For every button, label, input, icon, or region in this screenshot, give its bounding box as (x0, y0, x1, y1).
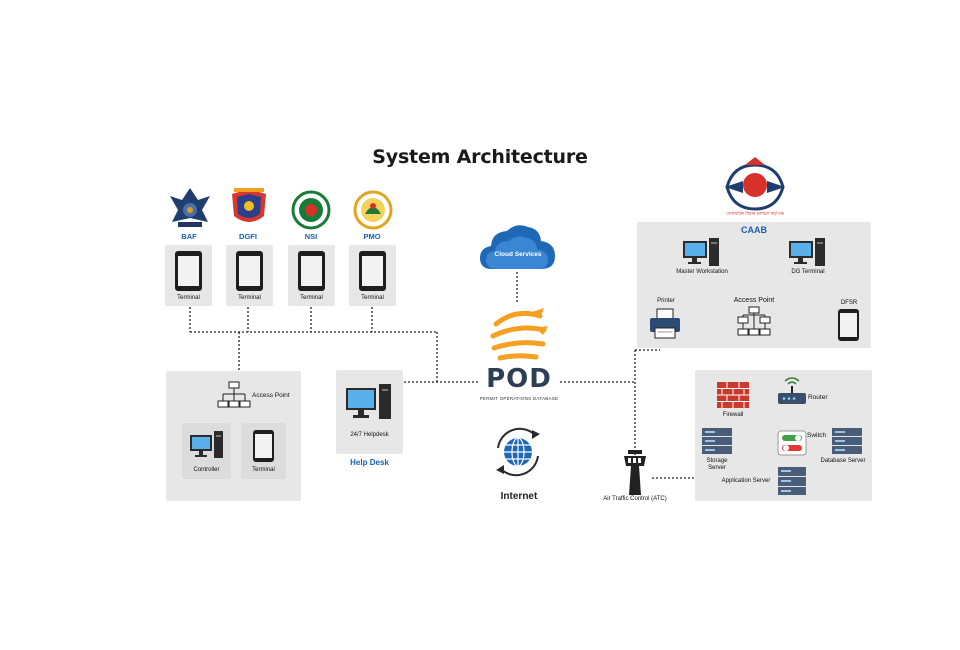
atc-label: Air Traffic Control (ATC) (603, 496, 667, 502)
dgfi-emblem-icon (232, 188, 266, 222)
tablet-icon (359, 251, 386, 291)
tablet-icon (253, 430, 274, 462)
storage-server-label: Storage Server (706, 458, 728, 471)
tablet-icon (838, 309, 859, 341)
terminal-label: Terminal (361, 295, 384, 301)
agency-label-pmo: PMO (363, 232, 381, 241)
caab-logo-icon: বেসামরিক বিমান চলাচল কর্তৃপক্ষ (725, 157, 785, 216)
pmo-emblem-icon (353, 190, 393, 230)
firewall-label: Firewall (722, 412, 744, 418)
pod-subtitle: PERMIT OPERATIONS DATABASE (479, 396, 559, 401)
router-label: Router (808, 394, 828, 401)
agency-network-panel: Access Point Controller Terminal (166, 371, 301, 501)
cloud-icon (480, 225, 555, 269)
controller-card: Controller (182, 423, 231, 479)
tablet-icon (298, 251, 325, 291)
page-title: System Architecture (372, 146, 588, 168)
application-server-label: Application Server (721, 478, 771, 484)
terminal-card-dgfi: Terminal (226, 245, 273, 306)
caab-panel: CAAB Master Workstation DG Terminal Acce… (637, 222, 871, 348)
access-point-icon (217, 381, 251, 408)
master-workstation-label: Master Workstation (676, 269, 728, 275)
firewall-icon (717, 382, 749, 408)
router-icon (778, 377, 806, 404)
caab-access-point-label: Access Point (733, 297, 775, 304)
desktop-computer-icon (190, 431, 223, 458)
helpdesk-caption: Help Desk (350, 458, 389, 467)
printer-icon (650, 308, 680, 339)
terminal-label: Terminal (238, 295, 261, 301)
pod-globe-icon (490, 308, 548, 361)
terminal-card-nsi: Terminal (288, 245, 335, 306)
agency-label-nsi: NSI (304, 232, 318, 241)
pod-wordmark: POD (486, 364, 552, 394)
control-tower-icon (624, 450, 646, 495)
cloud-services-label: Cloud Services (494, 251, 542, 258)
database-server-label: Database Server (820, 458, 866, 464)
tablet-icon (175, 251, 202, 291)
desktop-computer-icon (683, 238, 719, 266)
helpdesk-device-label: 24/7 Helpdesk (350, 432, 389, 438)
server-panel: Firewall Router Storage Server Switch Da… (695, 370, 872, 501)
tablet-icon (236, 251, 263, 291)
caab-title: CAAB (741, 225, 767, 235)
printer-label: Printer (657, 298, 675, 304)
internet-label: Internet (500, 491, 538, 502)
dfsr-label: DFSR (840, 300, 858, 306)
access-point-label: Access Point (252, 392, 290, 399)
baf-emblem-icon (170, 188, 210, 227)
left-terminal-card: Terminal (241, 423, 286, 479)
agency-label-baf: BAF (181, 232, 197, 241)
controller-label: Controller (193, 467, 220, 473)
helpdesk-panel: 24/7 Helpdesk (336, 370, 403, 454)
terminal-label: Terminal (252, 467, 275, 473)
access-point-icon (737, 306, 771, 336)
terminal-card-pmo: Terminal (349, 245, 396, 306)
terminal-card-baf: Terminal (165, 245, 212, 306)
desktop-computer-icon (789, 238, 825, 266)
application-server-icon (778, 467, 806, 495)
terminal-label: Terminal (177, 295, 200, 301)
switch-label: Switch (807, 432, 827, 439)
nsi-emblem-icon (291, 190, 331, 230)
agency-label-dgfi: DGFI (239, 232, 257, 241)
internet-globe-icon (496, 427, 540, 477)
dg-terminal-label: DG Terminal (791, 269, 825, 275)
storage-server-icon (702, 428, 732, 454)
caab-logo-caption: বেসামরিক বিমান চলাচল কর্তৃপক্ষ (726, 210, 785, 216)
database-server-icon (832, 428, 862, 454)
desktop-computer-icon (346, 384, 391, 419)
terminal-label: Terminal (300, 295, 323, 301)
switch-icon (777, 430, 807, 456)
